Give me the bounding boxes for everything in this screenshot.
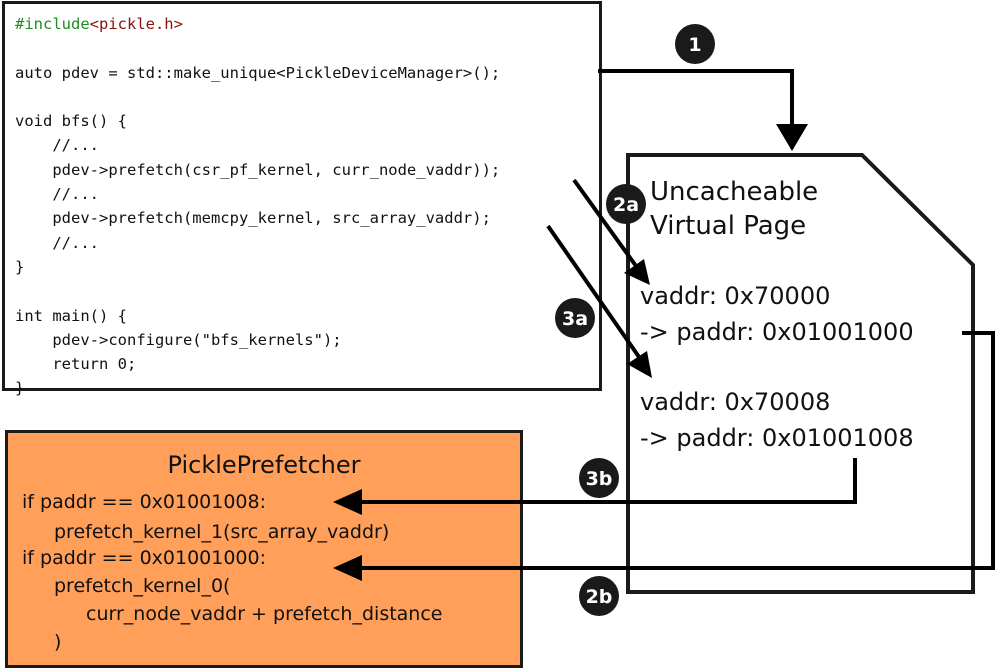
step-label-3b: 3b — [586, 468, 613, 490]
arrow-step-2a — [572, 178, 638, 268]
code-block: #include<pickle.h>auto pdev = std::make_… — [15, 12, 500, 401]
prefetcher-line: curr_node_vaddr + prefetch_distance — [86, 603, 443, 625]
step-badge-1: 1 — [675, 24, 715, 64]
code-box: #include<pickle.h>auto pdev = std::make_… — [2, 1, 602, 397]
page-title-line-2: Virtual Page — [650, 211, 807, 241]
step-label-1: 1 — [688, 34, 701, 56]
code-line: } — [15, 257, 25, 276]
entry-2-paddr: -> paddr: 0x01001008 — [640, 424, 914, 452]
code-line: auto pdev = std::make_unique<PickleDevic… — [15, 63, 501, 82]
arrow-head-step-3b — [333, 489, 362, 515]
prefetcher-line: prefetch_kernel_0( — [54, 575, 231, 597]
code-line: //... — [15, 136, 99, 155]
entry-2-vaddr: vaddr: 0x70008 — [640, 388, 831, 416]
code-line: pdev->prefetch(memcpy_kernel, src_array_… — [15, 209, 491, 228]
prefetcher-line: ) — [54, 631, 62, 653]
arrow-step-2b — [358, 331, 995, 570]
prefetcher-line: if paddr == 0x01001008: — [22, 491, 267, 513]
include-header: <pickle.h> — [89, 15, 183, 33]
code-line: return 0; — [15, 355, 137, 374]
code-line-include: #include<pickle.h> — [15, 12, 500, 36]
entry-1-paddr: -> paddr: 0x01001000 — [640, 318, 914, 346]
code-line: } — [15, 379, 25, 398]
step-label-2b: 2b — [586, 586, 613, 608]
code-line: //... — [15, 233, 99, 252]
prefetcher-title: PicklePrefetcher — [167, 451, 361, 479]
step-label-2a: 2a — [613, 194, 639, 216]
arrow-head-step-1 — [776, 124, 808, 151]
page-title-line-1: Uncacheable — [650, 177, 819, 207]
code-line: int main() { — [15, 306, 127, 325]
uncacheable-page-outline — [626, 153, 975, 594]
entry-1-vaddr: vaddr: 0x70000 — [640, 282, 831, 310]
prefetcher-line: if paddr == 0x01001000: — [22, 547, 267, 569]
include-directive: #include — [15, 15, 90, 33]
code-line: pdev->configure("bfs_kernels"); — [15, 330, 342, 349]
step-badge-2b: 2b — [579, 576, 619, 616]
pickle-prefetcher-box: PicklePrefetcher if paddr == 0x01001008:… — [5, 430, 523, 668]
arrow-head-step-2b — [333, 555, 362, 581]
prefetcher-line: prefetch_kernel_1(src_array_vaddr) — [54, 521, 390, 543]
arrow-head-step-3a — [627, 351, 652, 378]
step-badge-3b: 3b — [579, 458, 619, 498]
arrow-step-3a — [546, 224, 641, 359]
step-label-3a: 3a — [562, 308, 588, 330]
step-badge-2a: 2a — [606, 184, 646, 224]
arrow-step-3b — [358, 458, 857, 504]
step-badge-3a: 3a — [555, 298, 595, 338]
code-line: pdev->prefetch(csr_pf_kernel, curr_node_… — [15, 160, 501, 179]
code-line: void bfs() { — [15, 112, 127, 131]
code-line: //... — [15, 185, 99, 204]
arrow-step-1 — [598, 69, 794, 126]
arrow-head-step-2a — [624, 259, 650, 285]
